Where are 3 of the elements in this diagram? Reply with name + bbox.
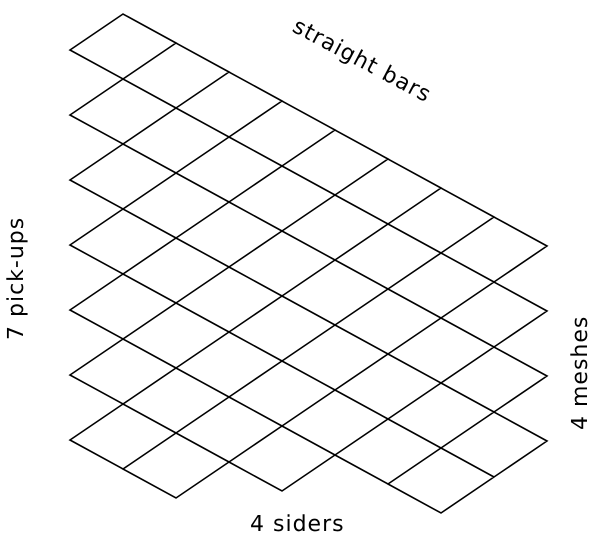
side-label: 7 pick-ups — [4, 216, 29, 340]
bottom-label: 4 siders — [250, 512, 345, 537]
side-label: 4 meshes — [568, 316, 593, 430]
